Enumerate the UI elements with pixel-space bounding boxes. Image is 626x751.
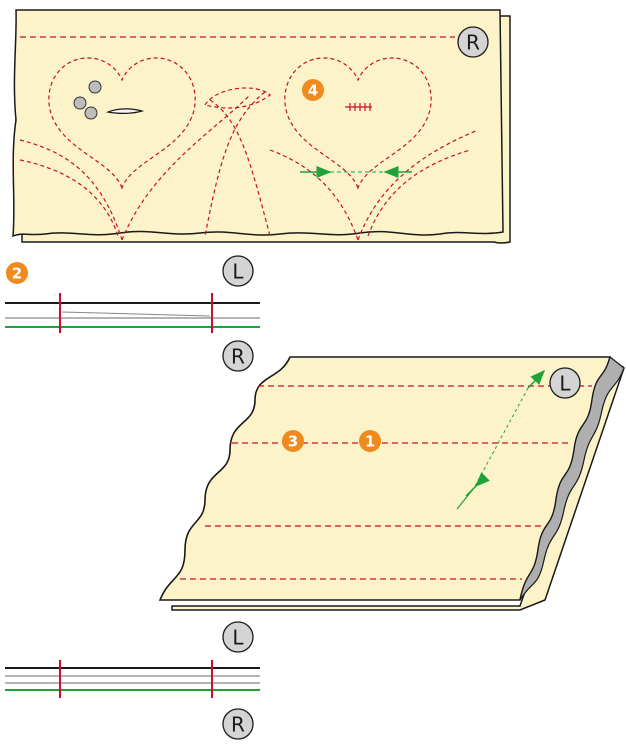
svg-text:2: 2 [12, 265, 22, 283]
right-side-label-bottom: R [222, 708, 254, 740]
center-arc-shape [204, 87, 271, 109]
svg-text:4: 4 [308, 82, 318, 100]
backstitch-mark [345, 103, 372, 111]
right-heart-tail-left [269, 149, 359, 241]
thread-knots-icon [73, 80, 102, 120]
layer-cross-section-top [5, 293, 260, 333]
right-heart-tail-right [357, 129, 479, 241]
step-3-badge: 3 [282, 430, 304, 452]
svg-text:L: L [232, 626, 244, 650]
right-heart-inner-tail [367, 149, 471, 237]
left-side-label-fold: L [549, 367, 581, 399]
left-heart-outline [48, 57, 196, 190]
svg-text:R: R [231, 713, 245, 737]
svg-text:R: R [466, 31, 480, 55]
left-side-label-mid: L [222, 255, 254, 287]
folded-fabric-panel: L 3 1 [158, 355, 625, 611]
right-heart-outline [284, 57, 432, 190]
svg-text:L: L [559, 372, 571, 396]
right-side-label-mid: R [222, 340, 254, 372]
layer-cross-section-bottom [5, 660, 260, 698]
fold-seam-arrows [456, 369, 546, 510]
bottom-section: L R [5, 621, 260, 740]
svg-text:L: L [232, 260, 244, 284]
left-side-label-lower: L [222, 621, 254, 653]
center-cross-right [204, 91, 266, 237]
svg-text:3: 3 [288, 433, 298, 451]
folded-fabric-shadow-fold [519, 355, 625, 601]
step-2-section: 2 L R [5, 255, 260, 372]
step-2-badge: 2 [6, 262, 28, 284]
svg-text:1: 1 [365, 433, 375, 451]
left-heart-inner-tail [19, 159, 119, 237]
top-fabric-panel: 4 R [12, 9, 511, 244]
right-side-label-top: R [457, 26, 489, 58]
top-fabric-front-layer [12, 9, 504, 238]
step-1-badge: 1 [359, 430, 381, 452]
center-cross-left [209, 99, 271, 237]
left-heart-tail-left [19, 139, 123, 241]
needle-icon [105, 108, 145, 114]
step-4-badge: 4 [302, 79, 324, 101]
svg-text:R: R [231, 345, 245, 369]
